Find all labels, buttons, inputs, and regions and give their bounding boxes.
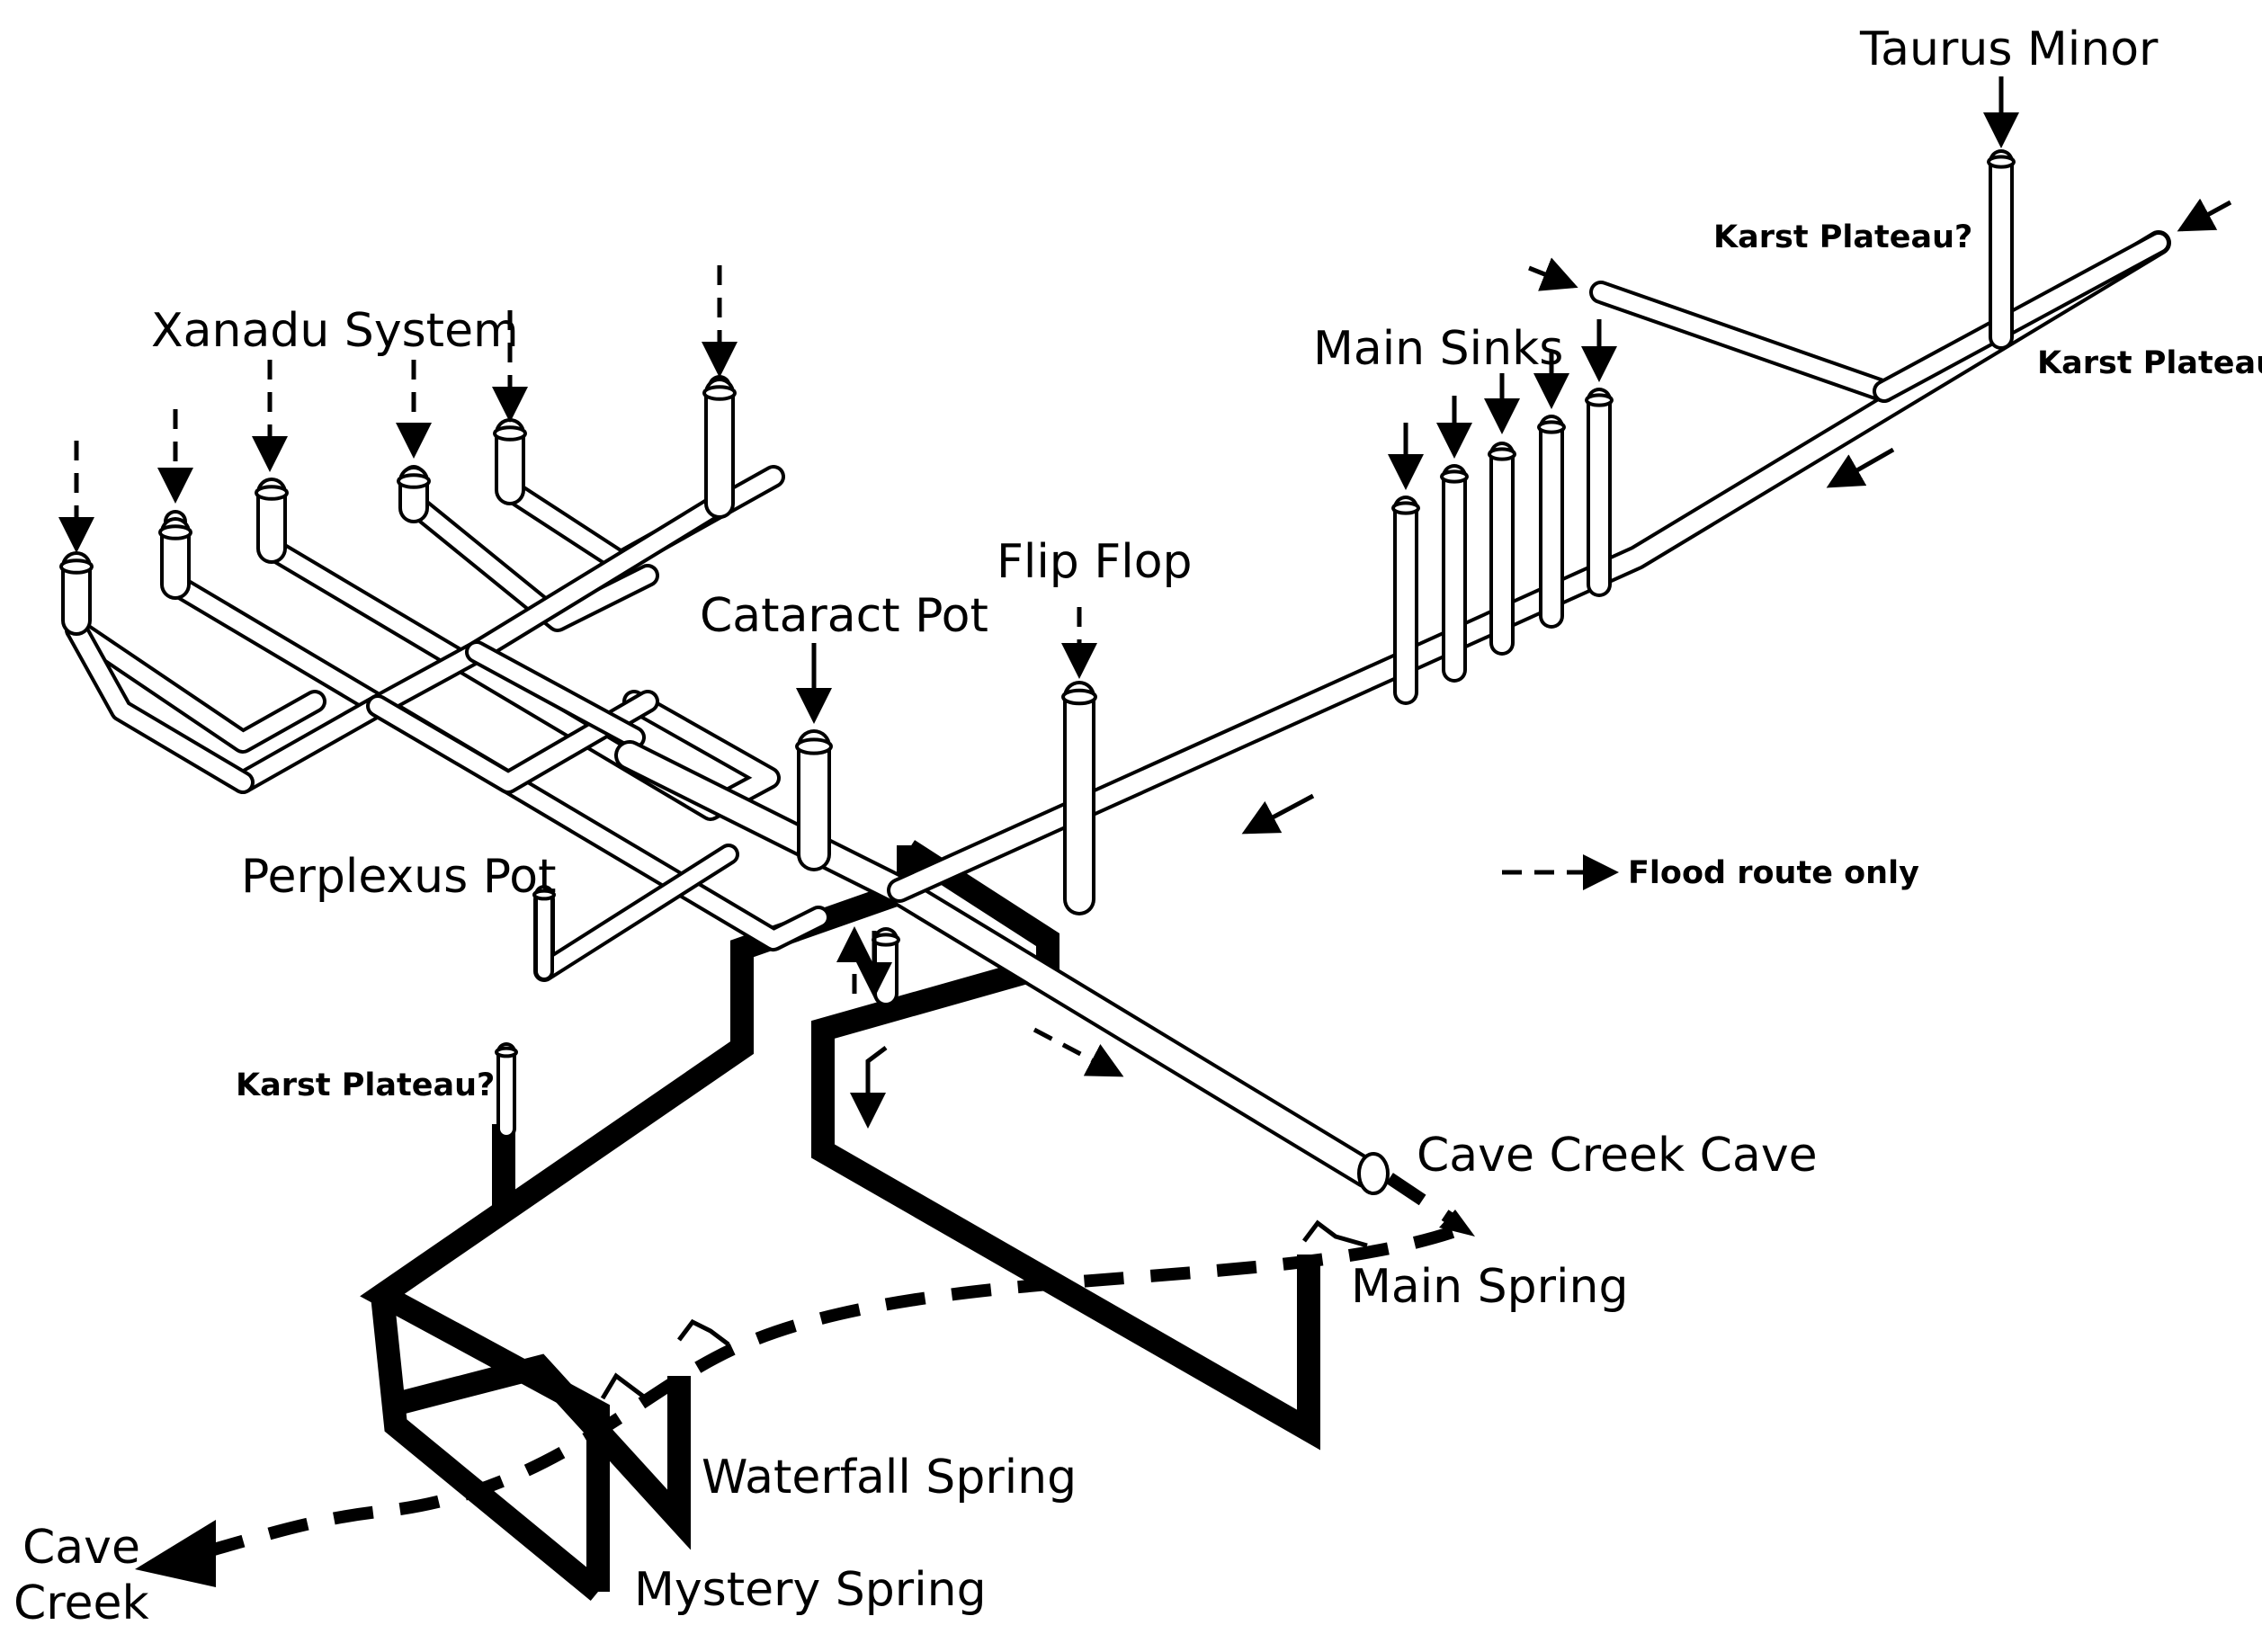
xanadu-shaft-3-top bbox=[255, 485, 289, 501]
main-sink-1-top bbox=[1391, 501, 1420, 515]
legend-flood-route: Flood route only bbox=[1628, 855, 1919, 891]
main-sink-4-top bbox=[1537, 420, 1566, 434]
spring-zigzag bbox=[600, 1372, 654, 1405]
flood-arrow bbox=[1033, 1027, 1124, 1077]
xanadu-cross-2 bbox=[465, 640, 646, 749]
thick-passage-waterfall bbox=[397, 1353, 691, 1550]
flow-arrow bbox=[1826, 447, 1895, 488]
xanadu-shaft-1-top bbox=[59, 558, 94, 575]
main-sink-5-top bbox=[1585, 393, 1614, 407]
label-xanadu-system: Xanadu System bbox=[151, 304, 519, 358]
perplexus-pot-shaft-top bbox=[532, 889, 556, 901]
karst-branch-2 bbox=[1873, 231, 2170, 403]
cave-creek-arrowhead bbox=[135, 1520, 216, 1587]
label-mystery-spring: Mystery Spring bbox=[634, 1563, 987, 1617]
flip-flop-shaft-top bbox=[1061, 688, 1097, 706]
cataract-lower-shaft-top bbox=[872, 933, 900, 947]
flow-arrow bbox=[2177, 198, 2232, 232]
karst-plateau-shaft-top bbox=[495, 1046, 518, 1058]
label-flip-flop: Flip Flop bbox=[997, 535, 1193, 589]
flow-arrow bbox=[850, 1046, 888, 1129]
label-main-spring: Main Spring bbox=[1351, 1260, 1628, 1314]
thick-passage-east bbox=[811, 960, 1320, 1451]
thick-passage-mystery bbox=[371, 1293, 606, 1602]
xanadu-shaft-5-top bbox=[493, 425, 527, 442]
label-taurus-minor: Taurus Minor bbox=[1859, 22, 2159, 76]
label-karst-plateau-left: Karst Plateau? bbox=[236, 1067, 495, 1103]
labels: Taurus Minor Karst Plateau? Karst Platea… bbox=[13, 22, 2262, 1630]
flow-route-dashed bbox=[169, 1226, 1455, 1567]
label-cave-creek-line1: Cave bbox=[22, 1521, 140, 1575]
label-perplexus-pot: Perplexus Pot bbox=[241, 850, 556, 904]
label-karst-plateau-top: Karst Plateau? bbox=[1713, 219, 1972, 255]
flow-arrow bbox=[1528, 257, 1578, 291]
cave-creek-cave-mouth bbox=[1357, 1152, 1390, 1195]
spring-zigzag bbox=[677, 1318, 730, 1346]
xanadu-shaft-4-top bbox=[397, 473, 431, 489]
karst-branch bbox=[1589, 281, 1896, 403]
label-cave-creek-cave: Cave Creek Cave bbox=[1417, 1129, 1818, 1183]
label-karst-plateau-right: Karst Plateau? bbox=[2037, 345, 2262, 381]
xanadu-shaft-2-top bbox=[158, 524, 192, 540]
flow-arrows bbox=[58, 76, 2232, 1587]
main-sink-2-top bbox=[1440, 469, 1469, 484]
outflow-dashed bbox=[1386, 1173, 1461, 1228]
label-main-sinks: Main Sinks bbox=[1313, 322, 1563, 376]
cataract-pot-shaft-top bbox=[795, 737, 833, 755]
xanadu-shaft-6-top bbox=[702, 385, 737, 401]
label-cataract-pot: Cataract Pot bbox=[700, 589, 988, 643]
taurus-minor-shaft-top bbox=[1987, 155, 2016, 169]
label-waterfall-spring: Waterfall Spring bbox=[702, 1451, 1077, 1505]
spring-zigzag bbox=[1302, 1219, 1368, 1248]
xanadu-branch-3 bbox=[260, 478, 781, 821]
label-cave-creek-line2: Creek bbox=[13, 1576, 149, 1630]
tube-passages bbox=[59, 149, 2171, 1195]
main-sink-3-top bbox=[1488, 447, 1516, 461]
flow-arrow bbox=[1241, 793, 1315, 835]
xanadu-loop bbox=[65, 618, 255, 794]
